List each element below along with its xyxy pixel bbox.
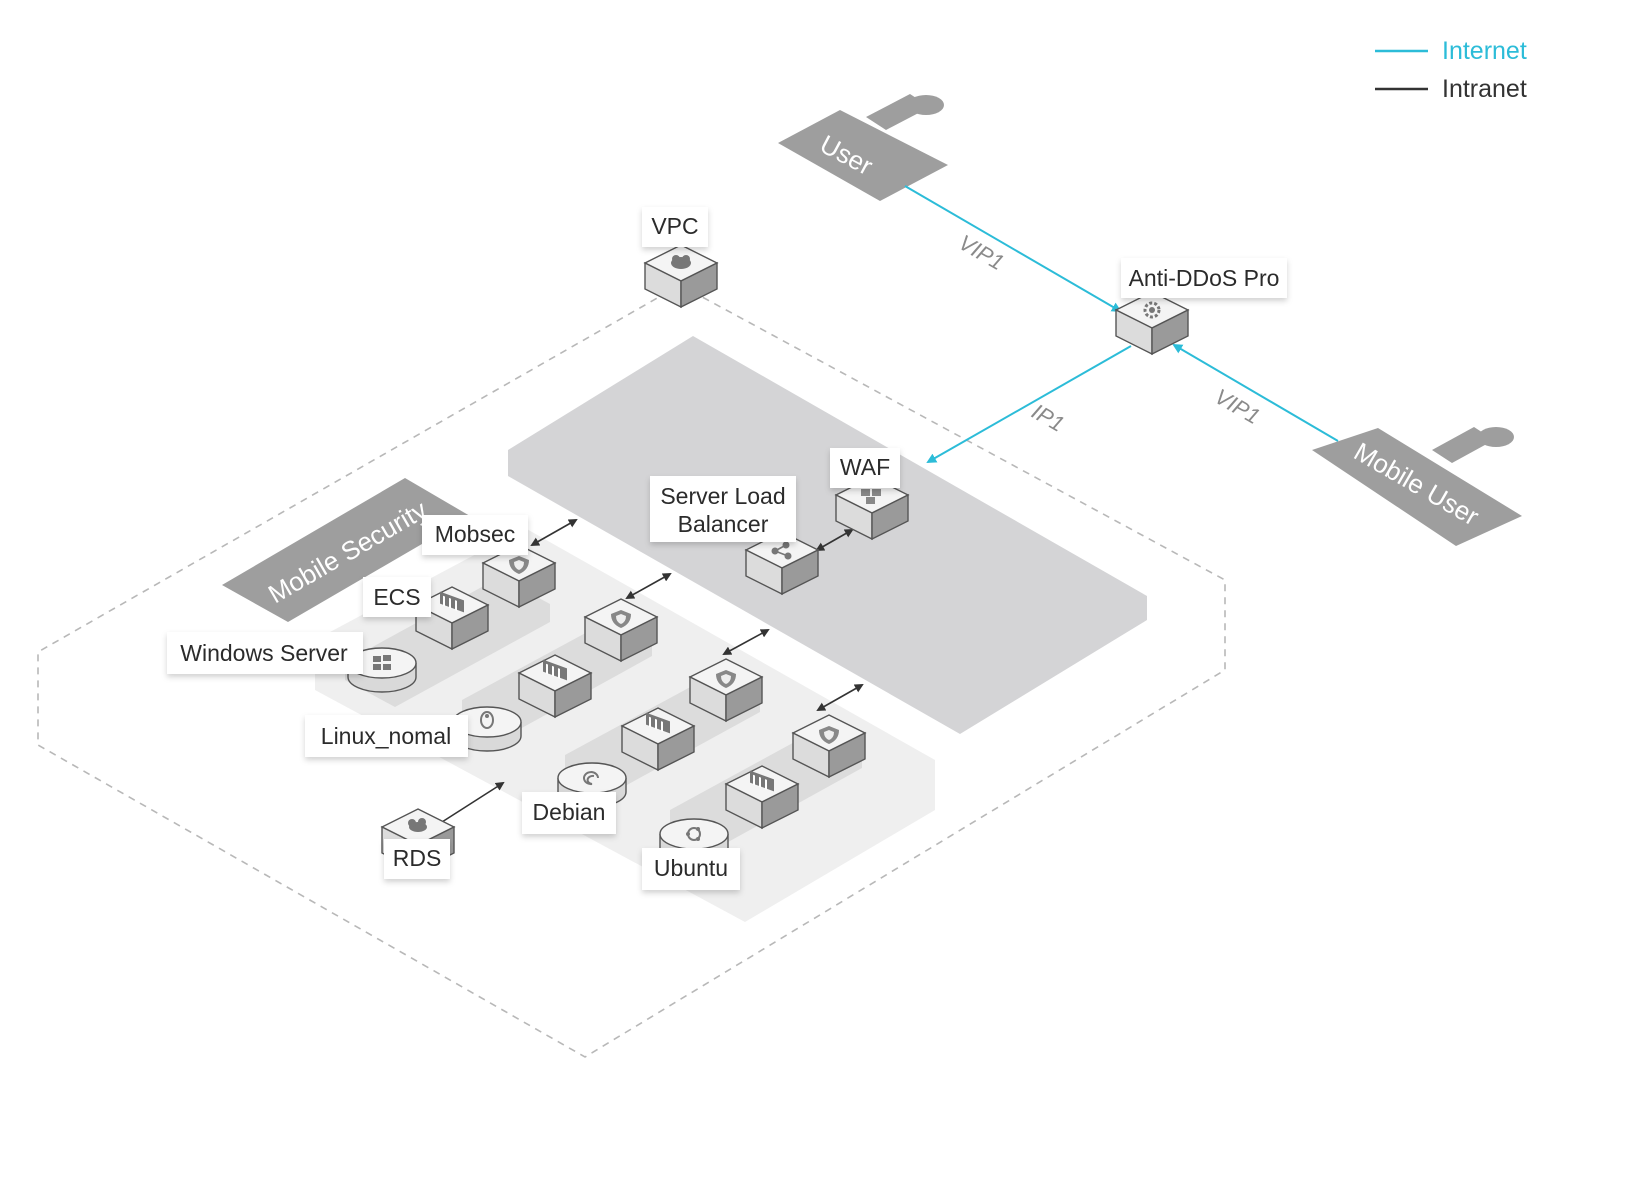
legend-intranet-label: Intranet	[1442, 75, 1527, 103]
edge-rds-to-linux	[441, 781, 505, 823]
ubuntu-card	[642, 848, 740, 890]
linux-label: Linux_nomal	[321, 723, 451, 749]
ubuntu-disk[interactable]	[659, 818, 729, 864]
mobile-security-band	[222, 478, 470, 622]
legend: Internet Intranet	[1375, 37, 1527, 103]
anti-ddos-label: Anti-DDoS Pro	[1129, 265, 1280, 291]
edge-row2-to-slb	[625, 573, 672, 599]
edge-mobile-to-antiddos-label: VIP1	[1211, 384, 1265, 430]
vpc-label: VPC	[651, 213, 698, 239]
anti-ddos-card	[1121, 258, 1287, 298]
debian-label: Debian	[533, 799, 606, 825]
edge-slb-to-waf	[815, 529, 854, 551]
slb-node[interactable]: Server Load Balancer	[650, 476, 819, 595]
ecs-card	[363, 577, 431, 617]
ubuntu-label: Ubuntu	[654, 855, 728, 881]
share-icon	[771, 541, 792, 560]
waf-node[interactable]: WAF	[830, 448, 909, 540]
anti-ddos-node[interactable]: Anti-DDoS Pro	[1115, 258, 1287, 355]
rds-label: RDS	[393, 845, 442, 871]
debian-icon	[583, 771, 599, 786]
vpc-node[interactable]: VPC	[642, 207, 718, 308]
linux-card	[305, 715, 468, 757]
legend-internet-label: Internet	[1442, 37, 1527, 65]
gear-icon	[1143, 301, 1161, 319]
debian-disk[interactable]	[557, 762, 627, 808]
mobile-user-icon	[1432, 427, 1514, 463]
slb-card	[650, 476, 796, 542]
ubuntu-icon	[686, 827, 701, 841]
slb-label-line2: Balancer	[678, 511, 769, 537]
debian-card	[522, 792, 616, 834]
rds-card	[384, 839, 450, 879]
waf-card	[830, 448, 900, 488]
edge-row4-to-slb	[816, 684, 864, 711]
user-band	[778, 110, 948, 201]
waf-icon	[861, 489, 881, 504]
mobsec-label: Mobsec	[435, 521, 516, 547]
edge-row3-to-slb	[722, 629, 770, 655]
mobile-user-actor: Mobile User	[1312, 427, 1522, 546]
edge-antiddos-to-waf-label: IP1	[1028, 399, 1069, 437]
vpc-icon	[671, 255, 691, 269]
user-icon	[866, 94, 944, 130]
windows-disk[interactable]	[347, 647, 417, 693]
rds-node[interactable]: RDS	[381, 808, 455, 879]
windows-icon	[373, 655, 391, 670]
user-actor: User	[778, 94, 948, 201]
vpc-boundary	[37, 284, 1226, 1058]
edge-user-to-antiddos-label: VIP1	[955, 230, 1009, 276]
mobile-user-band	[1312, 428, 1522, 546]
edge-antiddos-to-waf	[926, 345, 1132, 463]
mobsec-card	[422, 515, 528, 555]
edge-user-to-antiddos	[904, 185, 1122, 313]
waf-label: WAF	[840, 454, 890, 480]
vpc-card	[642, 207, 708, 247]
slb-label-line1: Server Load	[660, 483, 785, 509]
ecs-label: ECS	[373, 584, 420, 610]
linux-icon	[480, 711, 494, 729]
windows-card	[167, 632, 363, 674]
windows-label: Windows Server	[180, 640, 348, 666]
linux-disk[interactable]	[452, 706, 522, 752]
edge-mobile-to-antiddos	[1172, 343, 1339, 442]
edge-mobsec-to-slb	[530, 519, 578, 546]
database-icon	[408, 818, 427, 832]
